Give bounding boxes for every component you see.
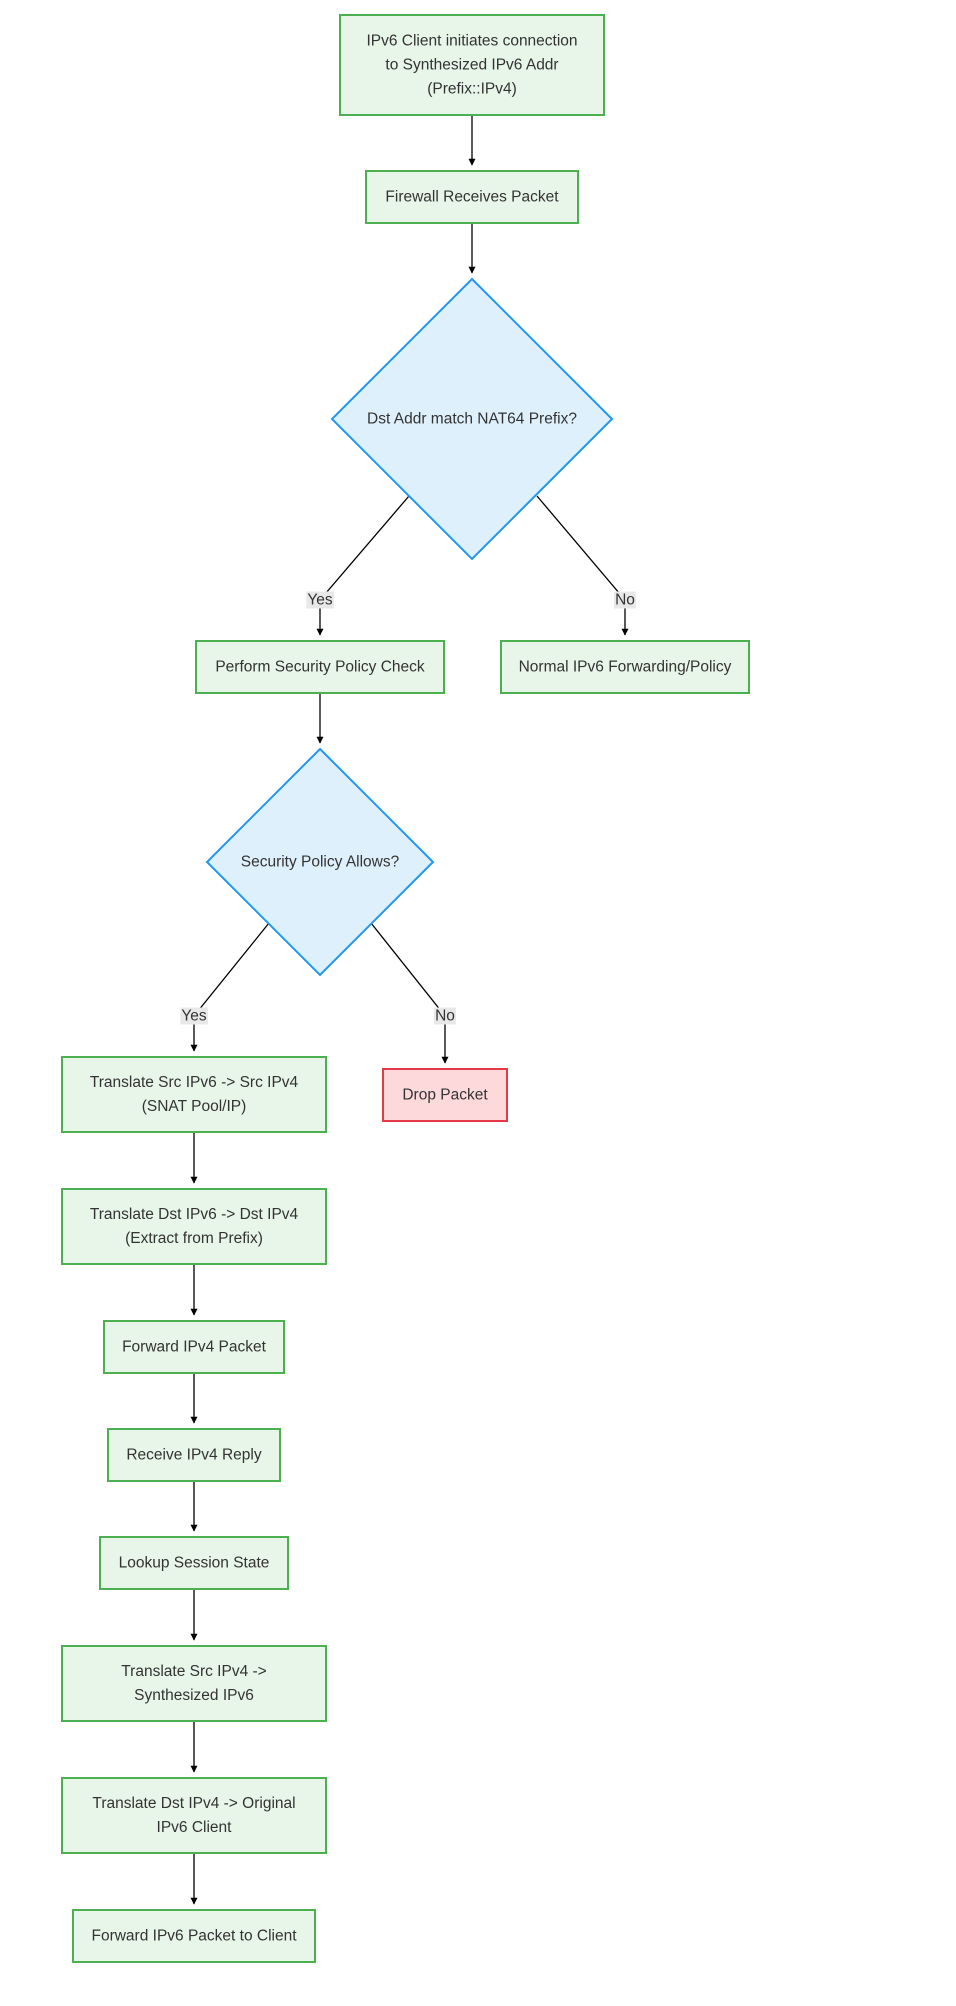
node-label: (SNAT Pool/IP)	[142, 1098, 247, 1115]
edge-policy-no	[370, 922, 449, 1064]
node-label: Translate Src IPv4 ->	[121, 1663, 266, 1680]
node-lookup-session: Lookup Session State	[99, 1536, 289, 1590]
node-label: Receive IPv4 Reply	[126, 1447, 262, 1464]
edge-label-prefix-yes: Yes	[306, 591, 334, 609]
node-label: Normal IPv6 Forwarding/Policy	[519, 659, 732, 676]
node-label: Forward IPv4 Packet	[122, 1339, 267, 1356]
node-label: (Prefix::IPv4)	[427, 81, 517, 98]
node-label: Firewall Receives Packet	[385, 189, 559, 206]
process-box	[72, 1909, 316, 1963]
node-translate-src-back: Translate Src IPv4 -> Synthesized IPv6	[61, 1645, 327, 1722]
node-label: Security Policy Allows?	[241, 854, 400, 871]
node-forward-ipv6: Forward IPv6 Packet to Client	[72, 1909, 316, 1963]
node-receive-reply: Receive IPv4 Reply	[107, 1428, 281, 1482]
edge-policy-yes	[190, 922, 270, 1052]
terminal-box	[382, 1068, 508, 1122]
process-box	[365, 170, 579, 224]
node-firewall-receives: Firewall Receives Packet	[365, 170, 579, 224]
edge-label-background	[180, 1007, 208, 1025]
process-box	[61, 1056, 327, 1133]
edge-label-text: Yes	[307, 592, 333, 609]
process-box	[195, 640, 445, 694]
node-label: IPv6 Client initiates connection	[366, 33, 577, 50]
node-label: to Synthesized IPv6 Addr	[385, 57, 558, 74]
node-label: Forward IPv6 Packet to Client	[91, 1928, 297, 1945]
process-box	[61, 1645, 327, 1722]
node-translate-dst: Translate Dst IPv6 -> Dst IPv4 (Extract f…	[61, 1188, 327, 1265]
edge-label-text: Yes	[181, 1008, 207, 1025]
node-label: Translate Src IPv6 -> Src IPv4	[90, 1074, 299, 1091]
node-label: Translate Dst IPv4 -> Original	[92, 1795, 295, 1812]
node-security-check: Perform Security Policy Check	[195, 640, 445, 694]
process-box	[339, 14, 605, 116]
edge-label-text: No	[615, 592, 635, 609]
node-translate-src: Translate Src IPv6 -> Src IPv4 (SNAT Pool…	[61, 1056, 327, 1133]
edge-label-policy-no: No	[434, 1007, 456, 1025]
node-normal-forwarding: Normal IPv6 Forwarding/Policy	[500, 640, 750, 694]
edge-label-text: No	[435, 1008, 455, 1025]
process-box	[61, 1777, 327, 1854]
node-label: Translate Dst IPv6 -> Dst IPv4	[90, 1206, 299, 1223]
edge-prefix-yes	[316, 495, 410, 636]
node-label: Dst Addr match NAT64 Prefix?	[367, 411, 577, 428]
edge-label-prefix-no: No	[614, 591, 636, 609]
decision-diamond	[205, 747, 435, 977]
node-label: IPv6 Client	[157, 1819, 233, 1836]
nodes-layer: IPv6 Client initiates connection to Synth…	[61, 14, 750, 1963]
process-box	[61, 1188, 327, 1265]
node-dst-match-prefix: Dst Addr match NAT64 Prefix?	[330, 277, 614, 561]
edge-label-background	[614, 591, 636, 609]
process-box	[99, 1536, 289, 1590]
node-label: (Extract from Prefix)	[125, 1230, 263, 1247]
node-drop-packet: Drop Packet	[382, 1068, 508, 1122]
node-forward-ipv4: Forward IPv4 Packet	[103, 1320, 285, 1374]
process-box	[103, 1320, 285, 1374]
node-label: Lookup Session State	[119, 1555, 270, 1572]
edge-label-policy-yes: Yes	[180, 1007, 208, 1025]
edge-label-background	[306, 591, 334, 609]
node-label: Drop Packet	[402, 1087, 488, 1104]
node-label: Synthesized IPv6	[134, 1687, 254, 1704]
edge-prefix-no	[536, 495, 629, 636]
process-box	[500, 640, 750, 694]
process-box	[107, 1428, 281, 1482]
node-client-initiates: IPv6 Client initiates connection to Synth…	[339, 14, 605, 116]
node-policy-allows: Security Policy Allows?	[205, 747, 435, 977]
edge-label-background	[434, 1007, 456, 1025]
decision-diamond	[330, 277, 614, 561]
node-label: Perform Security Policy Check	[215, 659, 425, 676]
